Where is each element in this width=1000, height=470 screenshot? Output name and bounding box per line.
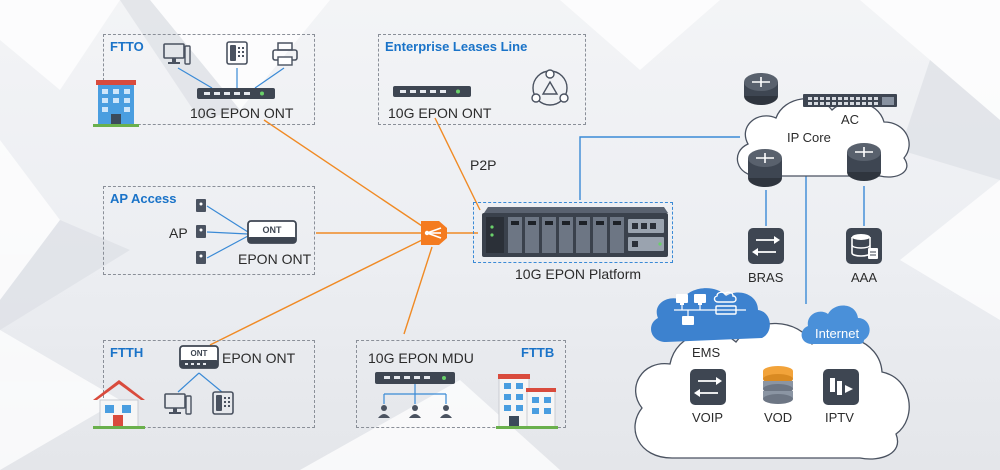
ap-label: AP — [169, 225, 188, 241]
aaa-server-icon — [846, 228, 882, 264]
ftto-ont-device-icon — [197, 88, 275, 99]
optical-splitter-icon — [421, 221, 447, 245]
enterprise-group — [378, 34, 586, 125]
ftto-group — [103, 34, 315, 125]
ftto-ont-label: 10G EPON ONT — [190, 105, 294, 121]
fttb-group — [356, 340, 566, 428]
ac-label: AC — [841, 112, 860, 127]
internet-cloud — [801, 305, 870, 344]
ap-access-title: AP Access — [110, 191, 177, 206]
olt-chassis-device-icon — [482, 207, 668, 257]
core-router-icon-right — [847, 143, 881, 181]
ap-ont-text: ONT — [263, 225, 283, 235]
vod-label: VOD — [764, 410, 793, 425]
bras-switch-icon — [748, 228, 784, 264]
core-router-icon-left — [748, 149, 782, 187]
platform-label: 10G EPON Platform — [515, 266, 642, 282]
platform-group — [473, 202, 673, 263]
fttb-mdu-device-icon — [375, 372, 455, 418]
bras-label: BRAS — [748, 270, 784, 285]
house-icon — [93, 380, 145, 429]
ap-ont-device-icon: ONT — [247, 220, 297, 244]
enterprise-title: Enterprise Leases Line — [385, 39, 528, 54]
fttb-title: FTTB — [521, 345, 555, 360]
ap-ont-label: EPON ONT — [238, 251, 312, 267]
ftto-title: FTTO — [110, 39, 144, 54]
internet-label: Internet — [815, 326, 860, 341]
printer-icon — [272, 42, 298, 66]
ip-phone-icon — [226, 41, 248, 65]
iptv-label: IPTV — [825, 410, 854, 425]
office-building-icon — [93, 80, 139, 127]
ftth-ont-device-icon: ONT — [179, 345, 219, 369]
ftth-ont-text: ONT — [191, 349, 208, 358]
ems-label: EMS — [692, 345, 721, 360]
ip-core-label: IP Core — [787, 130, 831, 145]
ftth-phone-icon — [212, 391, 234, 415]
iptv-server-icon — [823, 369, 859, 405]
ftth-computer-icon — [164, 393, 192, 415]
ap-access-point-icons — [196, 199, 249, 264]
enterprise-ont-label: 10G EPON ONT — [388, 105, 492, 121]
desktop-computer-icon — [163, 43, 191, 65]
apartment-building-icon — [496, 374, 558, 429]
ftth-title: FTTH — [110, 345, 144, 360]
voip-switch-icon — [690, 369, 726, 405]
aaa-label: AAA — [851, 270, 878, 285]
ems-network-icon — [674, 291, 746, 325]
ac-switch-icon — [803, 94, 897, 107]
p2p-label: P2P — [470, 157, 497, 173]
vod-storage-icon — [763, 366, 793, 404]
ftth-ont-label: EPON ONT — [222, 350, 296, 366]
voip-label: VOIP — [692, 410, 724, 425]
fttb-mdu-label: 10G EPON MDU — [368, 350, 474, 366]
team-users-icon — [531, 69, 569, 106]
core-router-icon-top — [744, 73, 778, 105]
enterprise-ont-device-icon — [393, 86, 471, 97]
ftth-group — [103, 340, 315, 428]
ap-access-group — [103, 186, 315, 275]
